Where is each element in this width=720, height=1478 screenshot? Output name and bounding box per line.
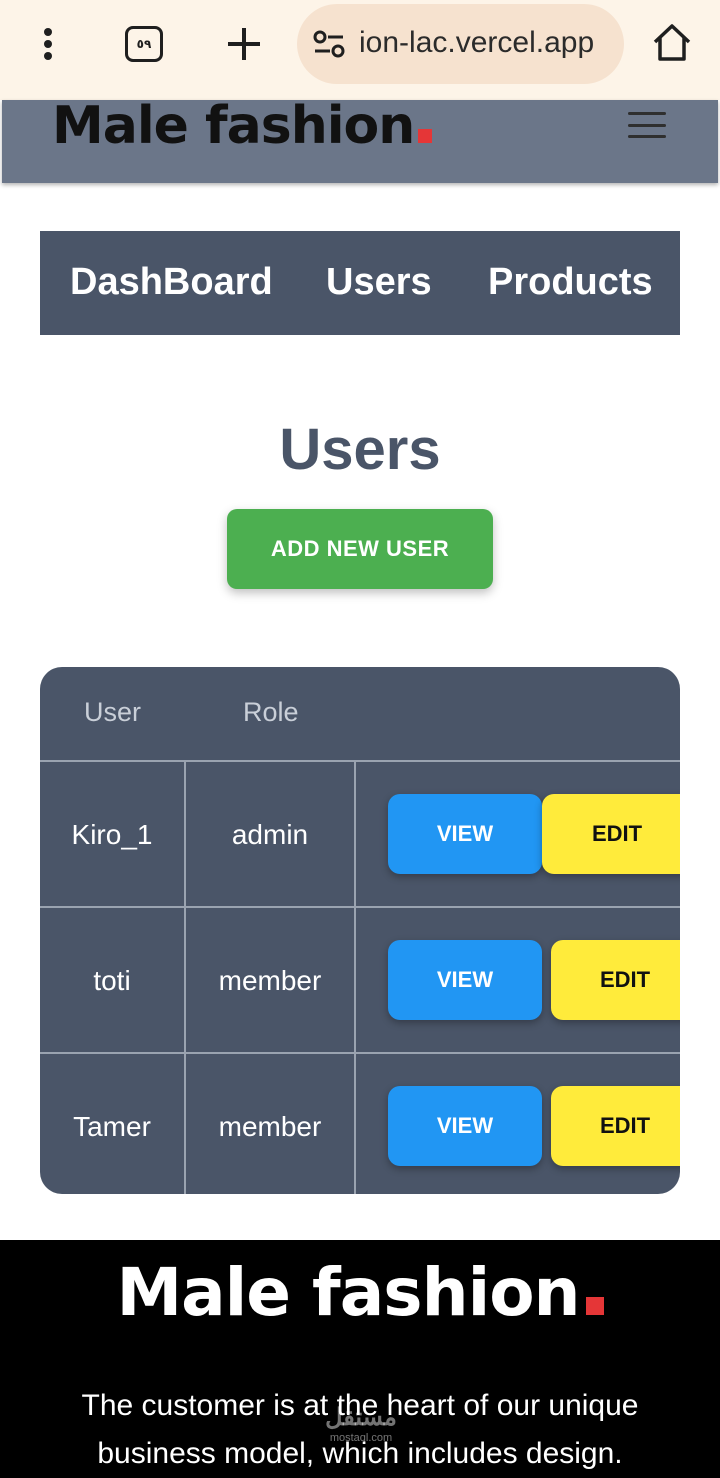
- table-row: Tamer member VIEW EDIT: [40, 1052, 680, 1194]
- add-new-user-button[interactable]: ADD NEW USER: [227, 509, 493, 589]
- role-cell: member: [218, 1111, 322, 1142]
- footer-logo[interactable]: Male fashion: [0, 1254, 720, 1331]
- edit-button[interactable]: EDIT: [551, 1086, 680, 1166]
- site-footer: Male fashion The customer is at the hear…: [0, 1240, 720, 1478]
- footer-tagline: The customer is at the heart of our uniq…: [81, 1389, 639, 1470]
- site-logo[interactable]: Male fashion: [52, 100, 433, 156]
- column-header-user: User: [84, 697, 142, 727]
- user-cell: toti: [93, 965, 131, 996]
- site-settings-icon[interactable]: [313, 30, 345, 58]
- page-title: Users: [279, 417, 441, 482]
- logo-dot: [418, 129, 433, 143]
- footer-logo-text: Male fashion: [116, 1254, 580, 1331]
- edit-button[interactable]: EDIT: [551, 940, 680, 1020]
- admin-nav: DashBoard Users Products: [40, 231, 680, 335]
- user-cell: Kiro_1: [71, 819, 153, 850]
- home-icon[interactable]: [651, 22, 693, 64]
- edit-button[interactable]: EDIT: [542, 794, 680, 874]
- footer-logo-dot: [585, 1297, 604, 1315]
- site-header: Male fashion: [2, 100, 718, 183]
- view-button[interactable]: VIEW: [388, 794, 542, 874]
- user-cell: Tamer: [73, 1111, 151, 1142]
- column-header-role: Role: [243, 697, 299, 727]
- nav-item-users[interactable]: Users: [326, 261, 432, 303]
- view-button[interactable]: VIEW: [388, 940, 542, 1020]
- table-row: toti member VIEW EDIT: [40, 906, 680, 1054]
- logo-text: Male fashion: [52, 100, 415, 156]
- table-row: Kiro_1 admin VIEW EDIT: [40, 760, 680, 908]
- role-cell: member: [218, 965, 322, 996]
- address-bar[interactable]: ion-lac.vercel.app: [297, 4, 624, 84]
- users-table: User Role Kiro_1 admin VIEW EDIT toti me…: [40, 667, 680, 1194]
- new-tab-plus-icon[interactable]: [222, 22, 266, 66]
- tab-switcher-button[interactable]: ٥٩: [125, 26, 163, 62]
- more-vert-icon[interactable]: [30, 24, 66, 64]
- nav-item-dashboard[interactable]: DashBoard: [70, 261, 273, 303]
- role-cell: admin: [231, 819, 309, 850]
- browser-toolbar: ٥٩ ion-lac.vercel.app: [0, 0, 720, 100]
- view-button[interactable]: VIEW: [388, 1086, 542, 1166]
- nav-item-products[interactable]: Products: [488, 261, 653, 303]
- hamburger-menu-icon[interactable]: [628, 112, 666, 138]
- url-text: ion-lac.vercel.app: [359, 26, 595, 59]
- table-header: User Role: [40, 667, 680, 760]
